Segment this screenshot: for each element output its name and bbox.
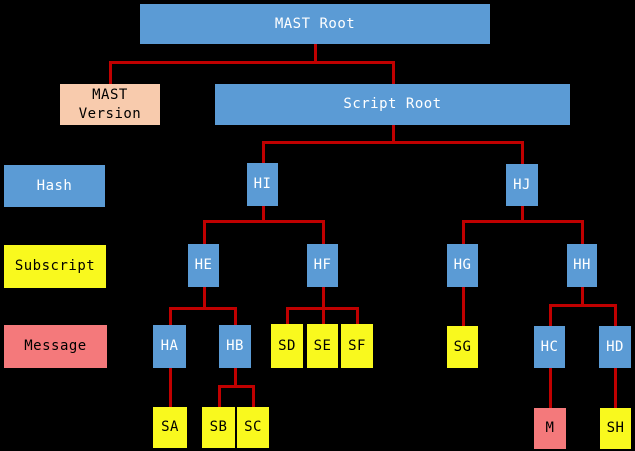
connector-segment [356,310,359,324]
node-hg: HG [447,244,478,287]
node-sc: SC [237,407,269,448]
connector-segment [218,385,255,388]
node-script-root: Script Root [215,84,570,125]
connector-segment [314,44,317,61]
connector-segment [203,287,206,307]
connector-segment [581,223,584,244]
connector-segment [462,220,584,223]
connector-segment [392,125,395,141]
connector-segment [521,144,524,164]
node-sd: SD [271,324,303,368]
connector-segment [109,61,395,64]
node-hd: HD [599,326,631,368]
connector-segment [262,206,265,220]
node-sh: SH [600,408,631,449]
node-mast-root: MAST Root [140,4,490,44]
connector-segment [322,223,325,244]
connector-segment [234,368,237,385]
connector-segment [109,64,112,84]
node-se: SE [307,324,338,368]
connector-segment [614,307,617,326]
node-hc: HC [534,326,565,368]
node-message-legend: Message [4,325,107,368]
node-mast-version: MAST Version [60,84,160,125]
connector-segment [322,287,325,307]
connector-segment [169,307,237,310]
node-subscript-legend: Subscript [4,245,106,288]
connector-segment [322,310,325,324]
connector-segment [262,144,265,163]
connector-segment [286,307,359,310]
connector-segment [286,310,289,324]
connector-segment [614,368,617,408]
connector-segment [169,310,172,325]
connector-segment [462,223,465,244]
connector-segment [549,368,552,408]
connector-segment [392,64,395,84]
node-hb: HB [219,325,251,368]
connector-segment [549,304,617,307]
connector-segment [203,223,206,244]
connector-segment [218,388,221,407]
node-sg: SG [447,326,478,368]
node-sa: SA [153,407,187,448]
connector-segment [252,388,255,407]
node-hf: HF [307,244,338,287]
connector-segment [521,206,524,220]
node-hash-legend: Hash [4,165,105,207]
node-sf: SF [341,324,373,368]
connector-segment [203,220,325,223]
node-hh: HH [567,244,597,287]
connector-segment [581,287,584,304]
node-ha: HA [153,325,186,368]
connector-segment [262,141,524,144]
connector-segment [169,368,172,407]
connector-segment [549,307,552,326]
node-sb: SB [202,407,235,448]
connector-segment [462,287,465,326]
node-hj: HJ [506,164,538,206]
node-m: M [534,408,566,449]
node-hi: HI [247,163,278,206]
connector-segment [234,310,237,325]
node-he: HE [188,244,219,287]
